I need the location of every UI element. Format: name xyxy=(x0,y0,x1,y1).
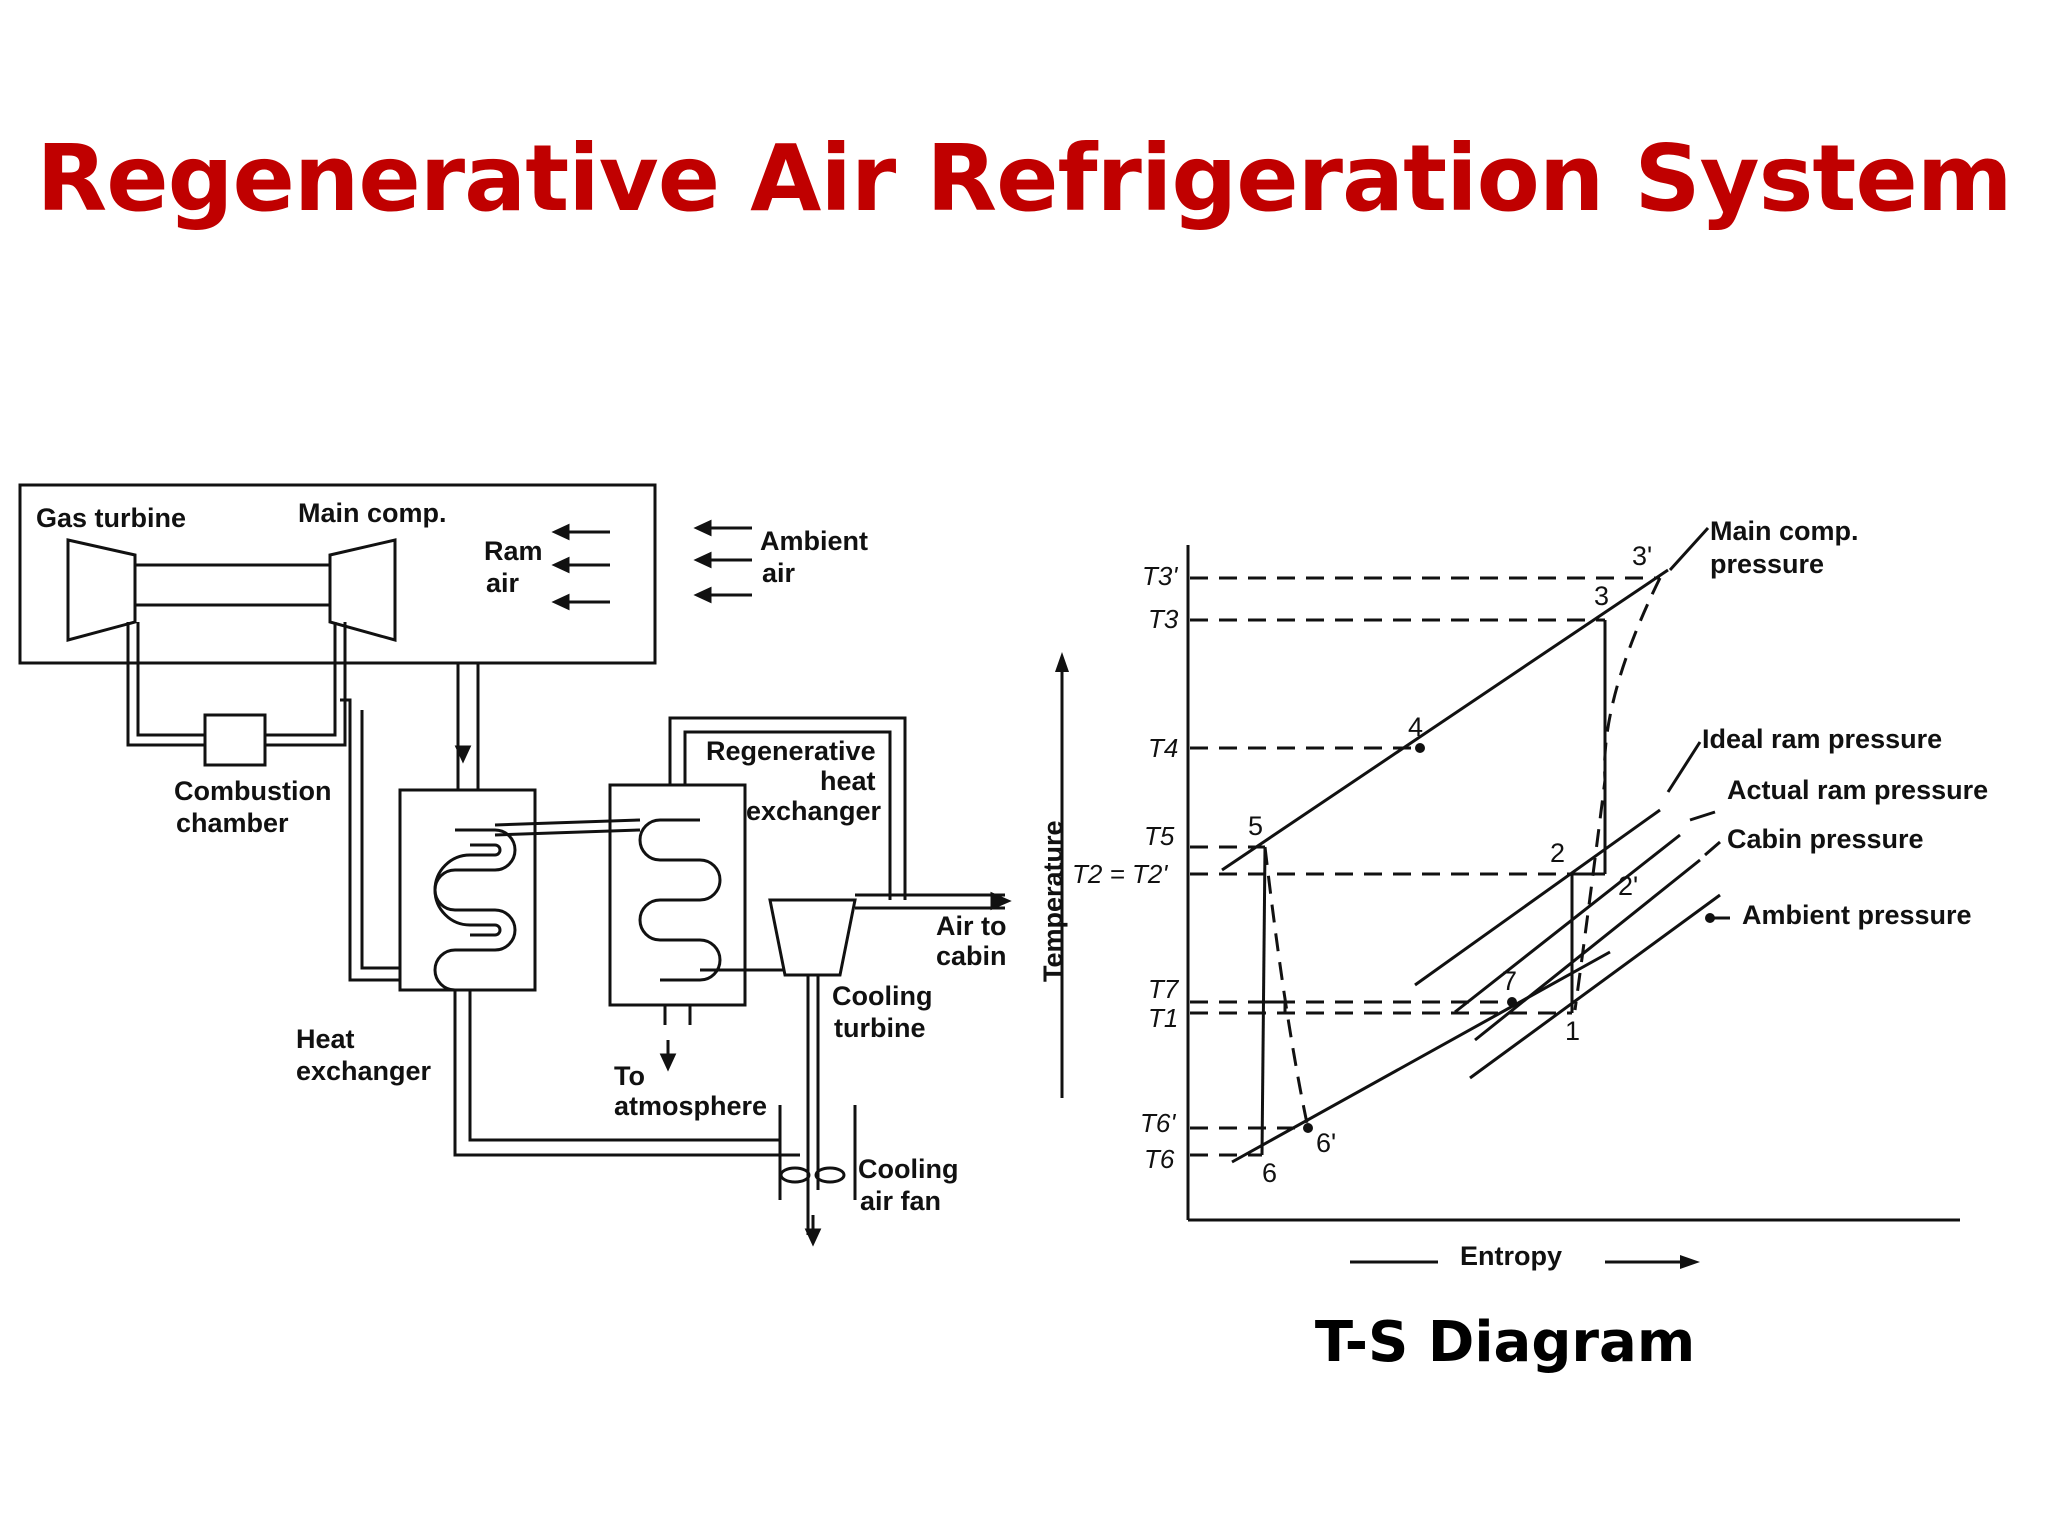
main-comp-pressure-label-2: pressure xyxy=(1710,549,1824,579)
cooling-fan-label-1: Cooling xyxy=(858,1154,958,1184)
cooling-turbine-shape xyxy=(768,898,857,977)
actual-ram-label: Actual ram pressure xyxy=(1727,775,1988,805)
point-6p: 6' xyxy=(1316,1128,1336,1158)
hx-coil xyxy=(433,828,520,992)
point-2p: 2' xyxy=(1618,871,1638,901)
point-4: 4 xyxy=(1408,712,1423,742)
to-atmosphere-label-1: To xyxy=(614,1061,645,1091)
regen-label-2: heat xyxy=(820,766,876,796)
point-3p: 3' xyxy=(1632,541,1652,571)
page-title: Regenerative Air Refrigeration System xyxy=(36,125,2012,232)
point-3: 3 xyxy=(1594,581,1609,611)
air-to-cabin-label-1: Air to xyxy=(936,911,1007,941)
point-2: 2 xyxy=(1550,838,1565,868)
t6-label: T6 xyxy=(1144,1144,1175,1174)
ram-air-label-1: Ram xyxy=(484,536,543,566)
t1-label: T1 xyxy=(1148,1003,1178,1033)
ideal-ram-label: Ideal ram pressure xyxy=(1702,724,1942,754)
heat-exchanger-label-1: Heat xyxy=(296,1024,355,1054)
gas-turbine-label: Gas turbine xyxy=(36,503,186,533)
cooling-turbine-label-2: turbine xyxy=(834,1013,926,1043)
heat-exchanger-label-2: exchanger xyxy=(296,1056,432,1086)
t2-label: T2 = T2' xyxy=(1072,859,1168,889)
ram-air-label-2: air xyxy=(486,568,520,598)
fan-blade-left xyxy=(779,1166,811,1184)
air-to-cabin-label-2: cabin xyxy=(936,941,1007,971)
gas-turbine-shape xyxy=(66,538,137,642)
point-7: 7 xyxy=(1502,966,1517,996)
t7-label: T7 xyxy=(1148,974,1180,1004)
to-atmosphere-label-2: atmosphere xyxy=(614,1091,767,1121)
ambient-pressure-label: Ambient pressure xyxy=(1742,900,1972,930)
cabin-pressure-label: Cabin pressure xyxy=(1727,824,1924,854)
t5-label: T5 xyxy=(1144,821,1175,851)
ambient-air-label-2: air xyxy=(762,558,796,588)
point-5: 5 xyxy=(1248,811,1263,841)
combustion-chamber-box xyxy=(203,713,267,767)
nacelle-box xyxy=(18,483,657,665)
t4-label: T4 xyxy=(1148,733,1178,763)
main-compressor-shape xyxy=(328,538,397,642)
ts-x-label: Entropy xyxy=(1460,1241,1562,1271)
main-comp-pressure-label-1: Main comp. xyxy=(1710,516,1859,546)
main-comp-label: Main comp. xyxy=(298,498,447,528)
t3-label: T3 xyxy=(1148,604,1179,634)
point-1: 1 xyxy=(1565,1016,1580,1046)
cooling-fan-label-2: air fan xyxy=(860,1186,941,1216)
ts-y-label: Temperature xyxy=(1038,820,1068,982)
regen-label-1: Regenerative xyxy=(706,736,876,766)
combustion-label-1: Combustion xyxy=(174,776,331,806)
regen-coil xyxy=(638,818,722,982)
diagram-caption: T-S Diagram xyxy=(1314,1310,1696,1375)
fan-blade-right xyxy=(814,1166,846,1184)
ambient-air-label-1: Ambient xyxy=(760,526,868,556)
regen-hx-box xyxy=(608,783,747,1007)
regen-label-3: exchanger xyxy=(746,796,882,826)
t6p-label: T6' xyxy=(1140,1108,1176,1138)
cooling-turbine-label-1: Cooling xyxy=(832,981,932,1011)
combustion-label-2: chamber xyxy=(176,808,289,838)
t3p-label: T3' xyxy=(1142,561,1178,591)
point-6: 6 xyxy=(1262,1158,1277,1188)
